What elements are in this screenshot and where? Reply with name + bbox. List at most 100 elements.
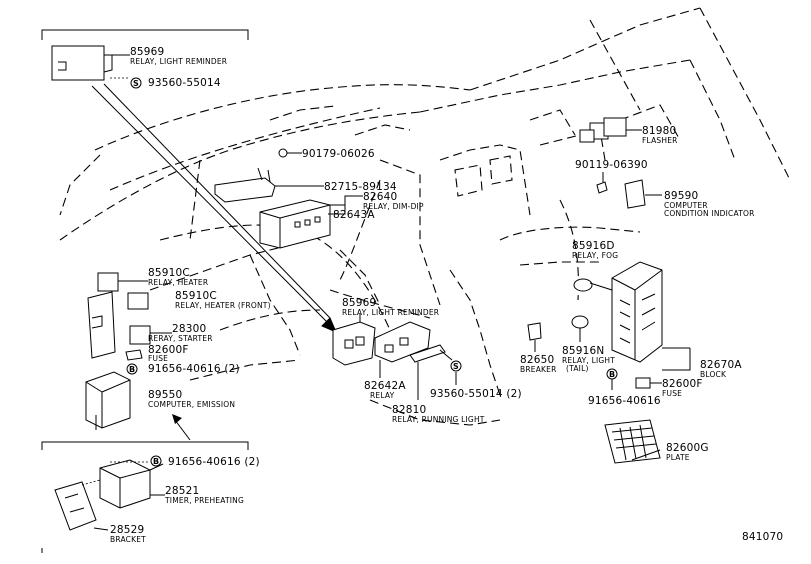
badge-b-icon <box>606 368 618 380</box>
callout-90179: 90179-06026 <box>302 148 375 160</box>
relay-fog-icon <box>573 278 593 292</box>
part-description: BLOCK <box>700 370 727 379</box>
callout-82643A: 82643A <box>333 209 375 221</box>
junction-block-icon <box>611 261 663 363</box>
part-number: 85916N <box>562 345 604 357</box>
diagram-id: 841070 <box>742 531 783 543</box>
part-description: RELAY, LIGHT <box>562 356 615 365</box>
badge-b-icon <box>150 455 162 467</box>
callout-82600G: 82600G PLATE <box>666 442 709 462</box>
part-number: 82600F <box>662 378 703 390</box>
part-number: 91656-40616 <box>588 395 661 407</box>
callout-85910C-heater: 85910C RELAY, HEATER <box>148 267 208 287</box>
part-number: 85969 <box>342 297 376 309</box>
relay-starter-icon <box>129 325 151 345</box>
part-number: 91656-40616 (2) <box>148 363 240 375</box>
relay-light-tail-icon <box>571 315 589 329</box>
part-description: RELAY <box>370 391 395 400</box>
timer-preheating-icon <box>99 459 151 509</box>
part-number: 82810 <box>392 404 426 416</box>
part-description: RELAY, LIGHT REMINDER <box>342 308 439 317</box>
part-description: RELAY, LIGHT REMINDER <box>130 57 227 66</box>
relay-heater-icon <box>97 272 119 292</box>
part-description-2: (TAIL) <box>566 364 589 373</box>
part-number: 89550 <box>148 389 182 401</box>
computer-emission-icon <box>85 371 131 429</box>
callout-85969-lower: 85969 RELAY, LIGHT REMINDER <box>342 297 439 317</box>
callout-28521: 28521 TIMER, PREHEATING <box>164 485 244 505</box>
labels: 85969 RELAY, LIGHT REMINDER S 93560-5501… <box>110 46 783 544</box>
callout-85910C-front: 85910C RELAY, HEATER (FRONT) <box>175 290 271 310</box>
part-number: 82640 <box>363 191 397 203</box>
badge-letter: B <box>129 365 135 374</box>
part-description: TIMER, PREHEATING <box>164 496 244 505</box>
badge-s-icon <box>130 77 142 89</box>
callout-82642A: 82642A RELAY <box>364 380 406 400</box>
part-number: 28300 <box>172 323 206 335</box>
relay-heater-front-icon <box>127 292 149 310</box>
part-shapes <box>85 117 690 464</box>
callout-82810: 82810 RELAY, RUNNING LIGHT <box>392 404 485 424</box>
part-number: 82715-89134 <box>324 181 397 193</box>
badge-letter: B <box>609 370 615 379</box>
relay-light-reminder-lower-icon <box>332 321 376 366</box>
part-number: 82642A <box>364 380 406 392</box>
badge-s-icon <box>450 360 462 372</box>
callout-91656-right: B 91656-40616 <box>588 368 661 407</box>
badge-letter: S <box>453 362 459 371</box>
badge-b-icon <box>126 363 138 375</box>
bolt-icon <box>278 148 288 158</box>
part-description: BRACKET <box>110 535 146 544</box>
part-description: RELAY, DIM-DIP <box>363 202 424 211</box>
part-number: 85910C <box>148 267 190 279</box>
callout-82650: 82650 BREAKER <box>520 354 557 374</box>
callout-82600F-right: 82600F FUSE <box>662 378 703 398</box>
part-number: 81980 <box>642 125 676 137</box>
relay-light-reminder-icon <box>51 45 105 81</box>
part-description: PLATE <box>666 453 690 462</box>
part-number: 93560-55014 <box>148 77 221 89</box>
part-description: RELAY, FOG <box>572 251 618 260</box>
callout-93560-lower: S 93560-55014 (2) <box>430 360 522 400</box>
part-number: 89590 <box>664 190 698 202</box>
part-number: 82670A <box>700 359 742 371</box>
part-number: 85910C <box>175 290 217 302</box>
part-number: 82600F <box>148 344 189 356</box>
part-description: BREAKER <box>520 365 557 374</box>
part-number: 82650 <box>520 354 554 366</box>
part-description: RELAY, HEATER (FRONT) <box>175 301 271 310</box>
computer-condition-indicator-icon <box>624 179 646 209</box>
callout-81980: 81980 FLASHER <box>642 125 678 145</box>
part-description: FUSE <box>662 389 682 398</box>
callout-82600F-left: 82600F FUSE <box>148 344 189 363</box>
callout-28300: 28300 RERAY, STARTER <box>148 323 213 343</box>
callout-85969-top: 85969 RELAY, LIGHT REMINDER <box>130 46 227 66</box>
part-number: 28521 <box>165 485 199 497</box>
badge-letter: B <box>153 457 159 466</box>
part-description: COMPUTER <box>664 201 708 210</box>
part-description: FLASHER <box>642 136 678 145</box>
part-description: RELAY, RUNNING LIGHT <box>392 415 485 424</box>
callout-90119: 90119-06390 <box>575 159 648 171</box>
part-description: FUSE <box>148 354 168 363</box>
callout-82715: 82715-89134 <box>324 181 397 193</box>
breaker-icon <box>527 322 542 341</box>
part-description: COMPUTER, EMISSION <box>148 400 235 409</box>
callout-93560-top: S 93560-55014 <box>130 77 221 89</box>
inset-bottom-left <box>41 441 249 553</box>
leader-lines <box>128 54 691 471</box>
callout-82670A: 82670A BLOCK <box>700 359 742 379</box>
bracket-icon <box>54 481 97 531</box>
fuse-icon <box>635 377 651 389</box>
part-number: 82600G <box>666 442 709 454</box>
callout-89590: 89590 COMPUTER CONDITION INDICATOR <box>664 190 755 218</box>
part-description-2: CONDITION INDICATOR <box>664 209 755 218</box>
part-number: 93560-55014 (2) <box>430 388 522 400</box>
callout-85916N: 85916N RELAY, LIGHT (TAIL) <box>562 345 615 373</box>
part-description: RELAY, HEATER <box>148 278 208 287</box>
part-number: 90119-06390 <box>575 159 648 171</box>
part-number: 85969 <box>130 46 164 58</box>
part-number: 82643A <box>333 209 375 221</box>
part-description: RERAY, STARTER <box>148 334 213 343</box>
